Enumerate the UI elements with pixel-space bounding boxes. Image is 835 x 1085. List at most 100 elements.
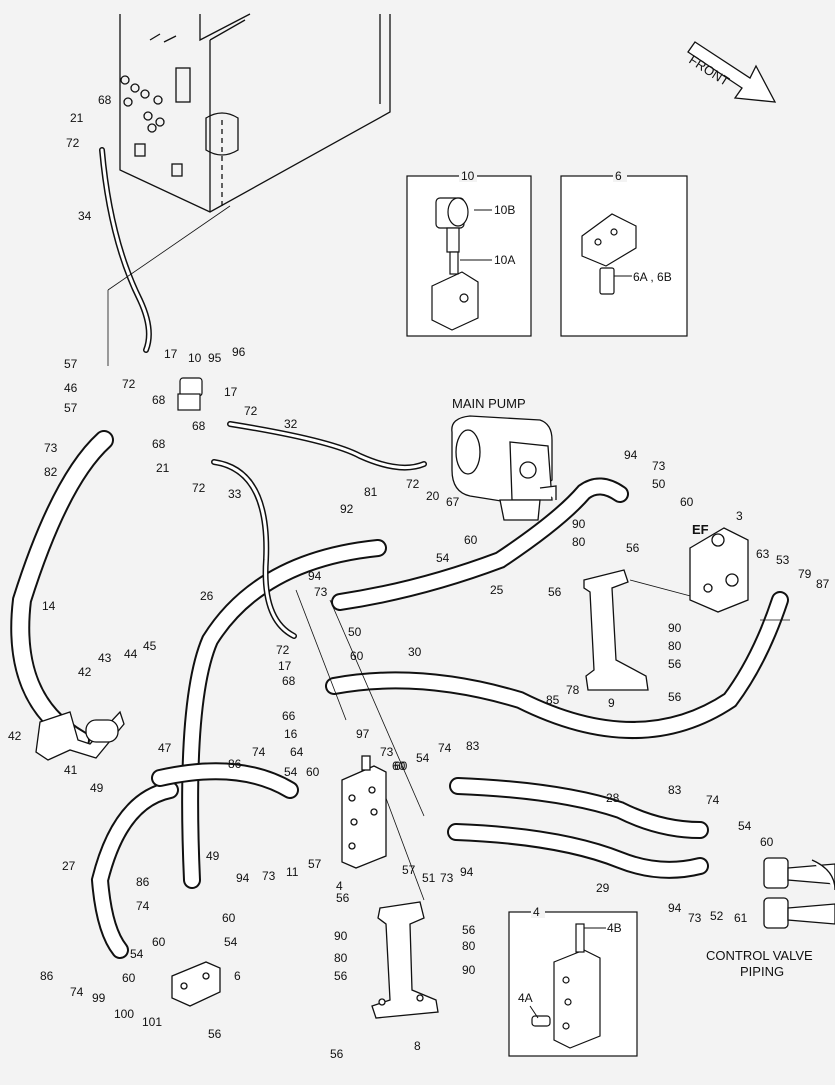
callout-72: 72 — [406, 477, 420, 491]
callout-54: 54 — [224, 935, 238, 949]
callout-68: 68 — [152, 393, 166, 407]
callout-74: 74 — [706, 793, 720, 807]
callout-52: 52 — [710, 909, 724, 923]
callout-26: 26 — [200, 589, 214, 603]
inset-10-title: 10 — [461, 169, 475, 183]
callout-3: 3 — [736, 509, 743, 523]
callout-72: 72 — [244, 404, 258, 418]
callout-64: 64 — [290, 745, 304, 759]
inset-6-title: 6 — [615, 169, 622, 183]
callout-57: 57 — [308, 857, 322, 871]
callout-86: 86 — [136, 875, 150, 889]
callout-28: 28 — [606, 791, 620, 805]
callout-57: 57 — [64, 357, 78, 371]
callout-17: 17 — [164, 347, 178, 361]
hoses — [10, 147, 789, 959]
callout-60: 60 — [392, 759, 406, 773]
callout-72: 72 — [122, 377, 136, 391]
control-valve-label-2: PIPING — [740, 964, 784, 979]
callout-25: 25 — [490, 583, 504, 597]
callout-60: 60 — [350, 649, 364, 663]
callout-94: 94 — [624, 448, 638, 462]
callout-83: 83 — [466, 739, 480, 753]
callout-49: 49 — [206, 849, 220, 863]
callout-83: 83 — [668, 783, 682, 797]
inset-6-block: 6 6A , 6B — [560, 169, 688, 337]
callout-17: 17 — [278, 659, 292, 673]
inset-4-valve: 4 4B 4A — [508, 905, 638, 1057]
callout-68: 68 — [98, 93, 112, 107]
main-pump-label: MAIN PUMP — [452, 396, 526, 411]
bracket-9 — [583, 569, 649, 691]
callout-67: 67 — [446, 495, 460, 509]
callout-85: 85 — [546, 693, 560, 707]
callout-32: 32 — [284, 417, 298, 431]
callout-66: 66 — [282, 709, 296, 723]
callout-60: 60 — [306, 765, 320, 779]
callout-4: 4 — [336, 879, 343, 893]
callout-94: 94 — [308, 569, 322, 583]
callout-101: 101 — [142, 1015, 162, 1029]
main-pump — [451, 415, 557, 521]
callout-61: 61 — [734, 911, 748, 925]
manifold-4 — [341, 755, 387, 869]
leader-lines — [107, 205, 790, 901]
callout-73: 73 — [380, 745, 394, 759]
callout-21: 21 — [70, 111, 84, 125]
block-6 — [171, 961, 221, 1007]
callout-80: 80 — [462, 939, 476, 953]
callout-29: 29 — [596, 881, 610, 895]
callout-50: 50 — [348, 625, 362, 639]
callout-56: 56 — [548, 585, 562, 599]
callout-51: 51 — [422, 871, 436, 885]
callout-74: 74 — [136, 899, 150, 913]
front-arrow: FRONT — [686, 41, 777, 103]
control-valve-piping — [763, 857, 835, 929]
callout-72: 72 — [192, 481, 206, 495]
control-valve-label-1: CONTROL VALVE — [706, 948, 813, 963]
callout-68: 68 — [282, 674, 296, 688]
callout-74: 74 — [70, 985, 84, 999]
callout-90: 90 — [572, 517, 586, 531]
callout-73: 73 — [688, 911, 702, 925]
callout-73: 73 — [652, 459, 666, 473]
callout-80: 80 — [334, 951, 348, 965]
callout-56: 56 — [462, 923, 476, 937]
callout-14: 14 — [42, 599, 56, 613]
callout-86: 86 — [40, 969, 54, 983]
callout-60: 60 — [152, 935, 166, 949]
callout-82: 82 — [44, 465, 58, 479]
callout-44: 44 — [124, 647, 138, 661]
callout-54: 54 — [738, 819, 752, 833]
callout-56: 56 — [334, 969, 348, 983]
callout-10: 10 — [188, 351, 202, 365]
callout-57: 57 — [402, 863, 416, 877]
callout-27: 27 — [62, 859, 76, 873]
callout-94: 94 — [668, 901, 682, 915]
callout-16: 16 — [284, 727, 298, 741]
callout-80: 80 — [668, 639, 682, 653]
callout-78: 78 — [566, 683, 580, 697]
inset-4-part-b: 4B — [607, 921, 622, 935]
callout-72: 72 — [66, 136, 80, 150]
callout-94: 94 — [236, 871, 250, 885]
callout-21: 21 — [156, 461, 170, 475]
callout-79: 79 — [798, 567, 812, 581]
callout-68: 68 — [152, 437, 166, 451]
callout-74: 74 — [438, 741, 452, 755]
callout-54: 54 — [436, 551, 450, 565]
callout-56: 56 — [668, 690, 682, 704]
callout-94: 94 — [460, 865, 474, 879]
inset-10-part-a: 10A — [494, 253, 515, 267]
callout-56: 56 — [668, 657, 682, 671]
callout-41: 41 — [64, 763, 78, 777]
callout-60: 60 — [464, 533, 478, 547]
callout-53: 53 — [776, 553, 790, 567]
inset-6-parts: 6A , 6B — [633, 270, 672, 284]
callout-92: 92 — [340, 502, 354, 516]
callout-33: 33 — [228, 487, 242, 501]
callout-56: 56 — [626, 541, 640, 555]
callout-73: 73 — [262, 869, 276, 883]
